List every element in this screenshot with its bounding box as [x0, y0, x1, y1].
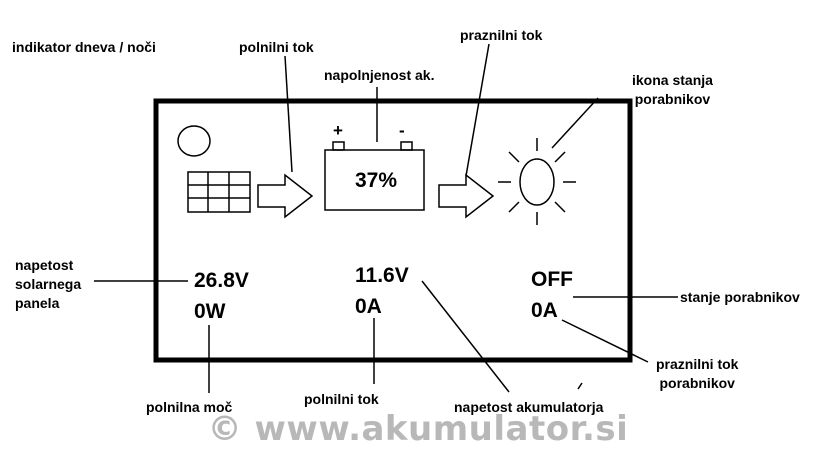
battery-voltage-value: 11.6V [355, 264, 409, 287]
watermark-footer: © www.akumulator.si [207, 409, 629, 449]
label-charge-current-bottom: polnilni tok [304, 391, 379, 407]
battery-icon [324, 141, 425, 211]
label-battery-voltage: napetost akumulatorja [454, 399, 604, 415]
consumer-current-value: 0A [531, 299, 558, 322]
label-consumer-icon: ikona stanja porabnikov [632, 72, 713, 107]
leader-charge-current-top [284, 55, 293, 173]
label-charge-power: polnilna moč [146, 399, 233, 415]
label-panel-voltage: napetost solarnega panela [15, 257, 82, 311]
leader-small-mark [577, 382, 583, 390]
charge-current-value: 0A [355, 295, 382, 318]
label-charge-current-top: polnilni tok [239, 39, 314, 55]
label-discharge-current: praznilni tok [460, 27, 543, 43]
charge-arrow-icon [257, 173, 314, 219]
consumer-bulb-icon [498, 138, 576, 225]
battery-minus-sign: - [399, 121, 405, 140]
label-battery-charge: napolnjenost ak. [324, 67, 435, 83]
leader-battery-voltage [421, 280, 510, 393]
label-consumer-discharge: praznilni tok porabnikov [656, 356, 739, 391]
label-consumer-state: stanje porabnikov [680, 289, 800, 305]
leader-consumer-icon [551, 97, 599, 149]
leader-lines [94, 43, 678, 393]
display-frame [153, 98, 633, 363]
discharge-arrow-icon [438, 173, 495, 219]
leader-consumer-discharge [561, 319, 649, 363]
solar-panel-icon [187, 171, 251, 213]
leader-discharge-current [465, 43, 490, 177]
battery-plus-sign: + [333, 121, 343, 140]
battery-percent: 37% [355, 169, 398, 192]
panel-power-value: 0W [194, 300, 226, 323]
panel-voltage-value: 26.8V [194, 269, 249, 292]
label-day-night-indicator: indikator dneva / noči [12, 39, 156, 55]
consumer-state-value: OFF [531, 268, 573, 291]
day-night-indicator-icon [177, 125, 211, 157]
